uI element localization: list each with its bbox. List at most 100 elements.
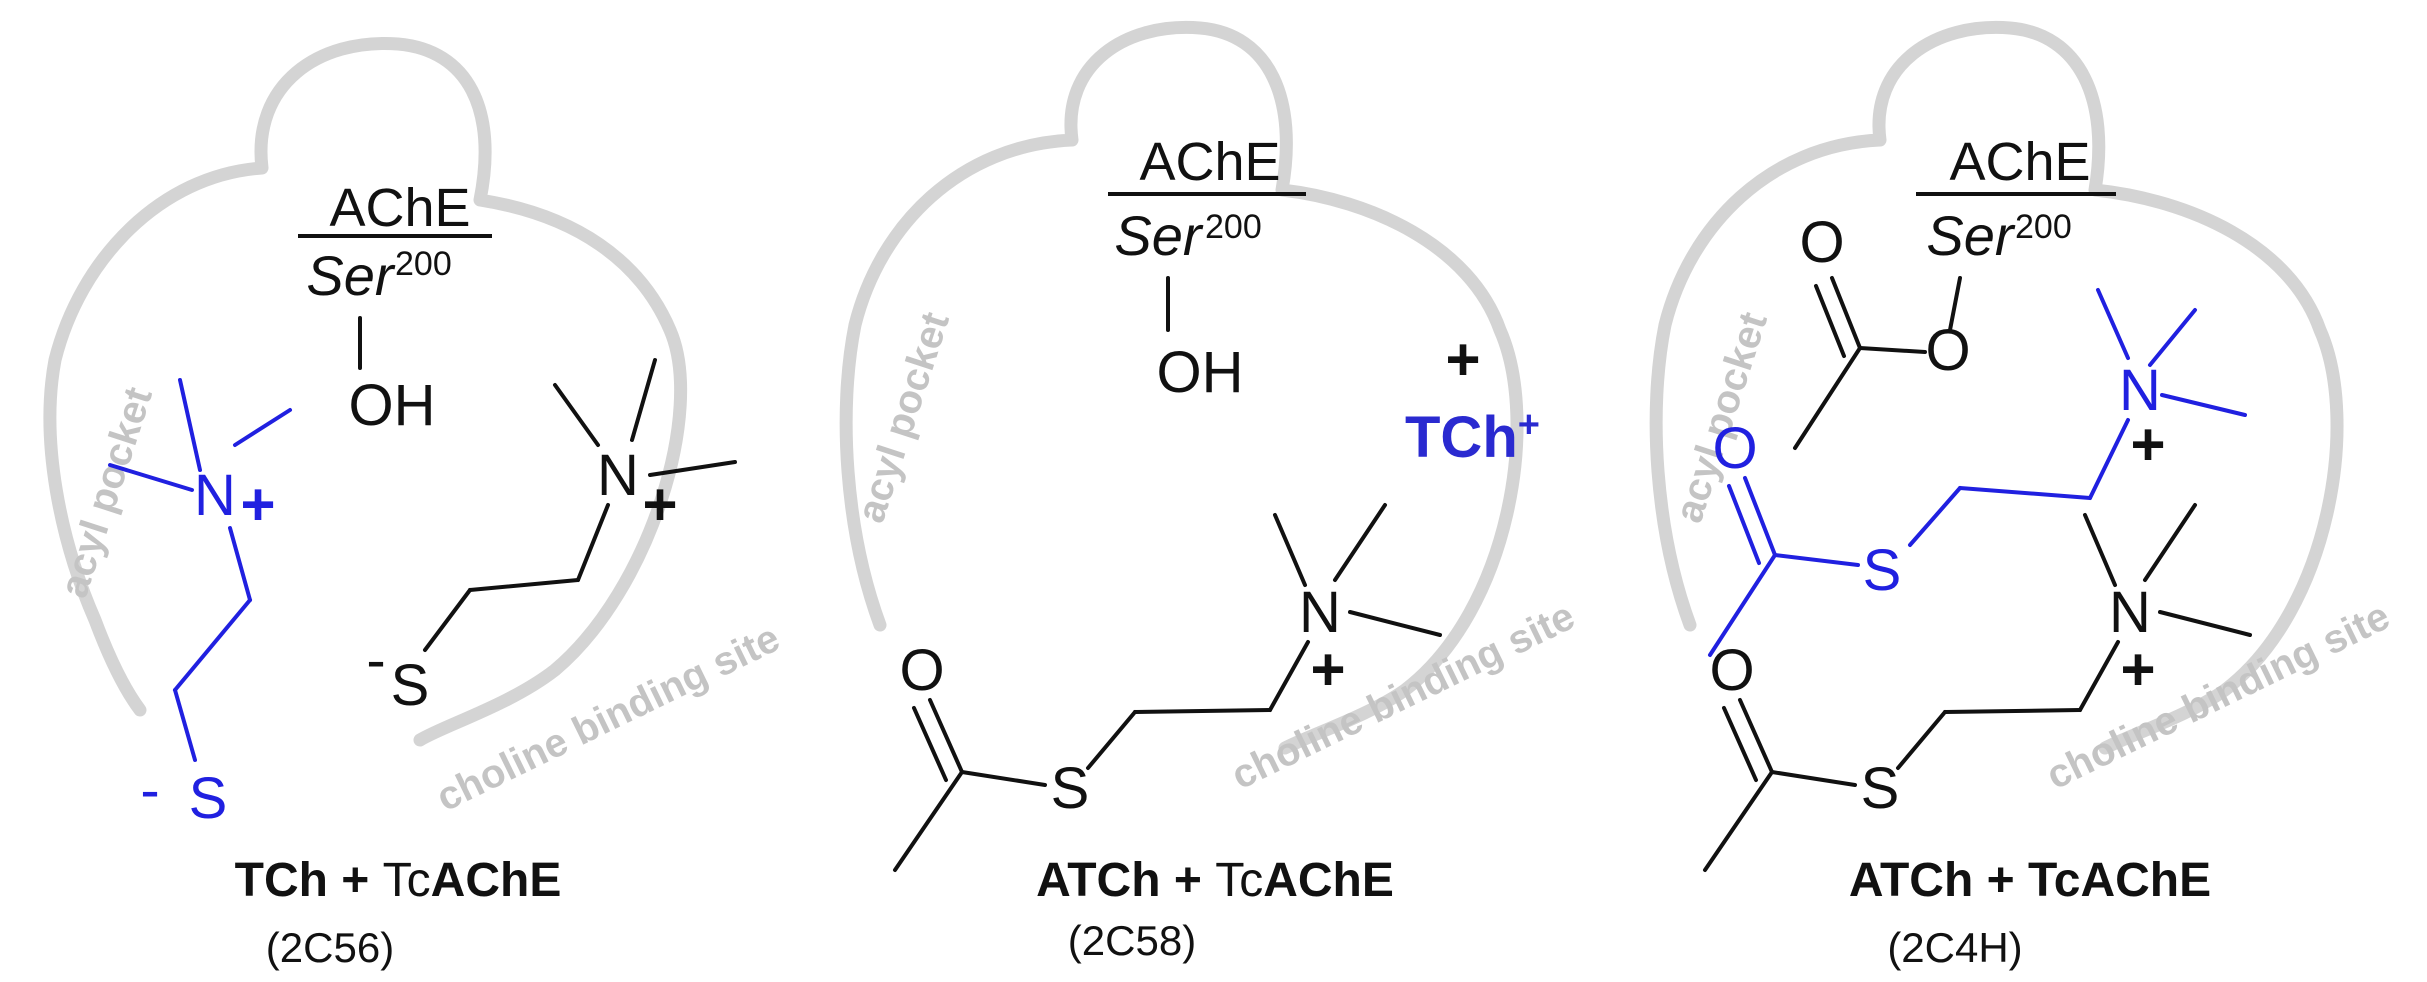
- panel-1: AChE Ser 200 OH acyl pocket choline bind…: [43, 36, 787, 971]
- ser-number-1: 200: [395, 245, 452, 283]
- atch-carbonyl-2a: [928, 698, 964, 774]
- blue-nitrogen-1: N: [194, 463, 236, 528]
- caption-3-prefix: Tc: [2028, 854, 2080, 907]
- blue-chain-3b: [1958, 486, 2092, 500]
- atch-thioester-2: [960, 770, 1047, 787]
- hydroxyl-label-1: OH: [349, 373, 436, 438]
- black-methyl-1c: [648, 460, 737, 477]
- black-methyl-3c: [2158, 610, 2252, 637]
- blue-nitrogen-charge-3: +: [2130, 411, 2165, 478]
- product-charge-2: +: [1518, 404, 1540, 446]
- product-plus-2: +: [1445, 326, 1480, 393]
- acyl-ser-carbonyl-oxygen-3: O: [1799, 210, 1844, 275]
- pocket-outline-2: [839, 20, 1524, 755]
- black-oxygen-3: O: [1709, 638, 1754, 703]
- pocket-outline-1: [43, 36, 688, 747]
- blue-carbonyl-3b: [1727, 484, 1761, 565]
- atch-sulfur-2: S: [1051, 756, 1090, 821]
- ser-number-2: 200: [1205, 208, 1262, 246]
- acyl-ser-oxygen-3: O: [1925, 318, 1970, 383]
- caption-2-prefix: Tc: [1215, 854, 1263, 907]
- black-sulfur-3: S: [1861, 756, 1900, 821]
- black-nitrogen-3: N: [2109, 580, 2151, 645]
- caption-3-ligand: ATCh: [1849, 854, 1973, 907]
- blue-oxygen-3: O: [1712, 416, 1757, 481]
- ser-number-3: 200: [2015, 208, 2072, 246]
- blue-methyl-3a: [2096, 288, 2130, 360]
- black-nitrogen-charge-1: +: [642, 471, 677, 538]
- blue-nitrogen-3: N: [2119, 358, 2161, 423]
- atch-methyl-2c: [1348, 610, 1442, 637]
- ser-label-2: Ser: [1114, 204, 1203, 267]
- pdb-id-2: (2C58): [1068, 917, 1196, 964]
- blue-chain-3c: [1908, 486, 1962, 547]
- ser-bond-3: [1948, 276, 1962, 332]
- caption-1-join: +: [328, 854, 383, 907]
- black-sulfur-1: S: [391, 653, 430, 718]
- caption-3-enzyme: AChE: [2080, 854, 2211, 907]
- acyl-ser-methyl-3: [1793, 346, 1862, 450]
- caption-1-ligand: TCh: [235, 854, 328, 907]
- caption-2-enzyme: AChE: [1263, 854, 1394, 907]
- atch-nitrogen-charge-2: +: [1310, 636, 1345, 703]
- black-methyl-3b: [2143, 503, 2197, 582]
- atch-oxygen-2: O: [899, 638, 944, 703]
- choline-site-label-3: choline binding site: [2040, 594, 2397, 798]
- ser-label-1: Ser: [306, 244, 395, 307]
- caption-2-join: +: [1161, 854, 1216, 907]
- blue-nitrogen-charge-1: +: [240, 471, 275, 538]
- acyl-ser-ester-3: [1858, 346, 1927, 354]
- black-carbonyl-3b: [1722, 706, 1758, 782]
- caption-3-join: +: [1973, 854, 2028, 907]
- caption-2-ligand: ATCh: [1036, 854, 1160, 907]
- blue-sulfur-1: S: [189, 766, 228, 831]
- ache-label-3: AChE: [1949, 132, 2090, 192]
- blue-chain-1b: [173, 598, 252, 692]
- blue-chain-1a: [228, 526, 252, 602]
- atch-acetyl-methyl-2: [893, 770, 964, 872]
- blue-acetyl-methyl-3: [1708, 553, 1777, 657]
- acyl-pocket-label-1: acyl pocket: [52, 382, 161, 603]
- atch-chain-2b: [1133, 708, 1272, 714]
- ache-label-1: AChE: [329, 178, 470, 238]
- black-thioester-3: [1770, 770, 1857, 787]
- atch-chain-2a: [1268, 640, 1310, 712]
- acyl-pocket-label-2: acyl pocket: [849, 307, 958, 528]
- panel-2: AChE Ser 200 OH acyl pocket choline bind…: [839, 20, 1582, 964]
- blue-thioester-3: [1773, 553, 1860, 567]
- black-chain-3a: [2078, 640, 2120, 712]
- caption-3: ATCh + TcAChE: [1849, 854, 2211, 907]
- black-chain-3c: [1896, 710, 1947, 770]
- blue-thiolate-charge-1: -: [140, 758, 159, 823]
- black-methyl-1a: [553, 383, 600, 447]
- pdb-id-1: (2C56): [266, 924, 394, 971]
- black-chain-1a: [576, 503, 610, 582]
- product-name-2: TCh: [1405, 405, 1518, 470]
- black-thiolate-charge-1: -: [366, 628, 385, 693]
- black-nitrogen-charge-3: +: [2120, 636, 2155, 703]
- blue-methyl-3b: [2148, 308, 2197, 367]
- caption-1-enzyme: AChE: [431, 854, 562, 907]
- caption-1-prefix: Tc: [383, 854, 431, 907]
- blue-chain-3a: [2088, 418, 2130, 500]
- black-methyl-3a: [2083, 513, 2117, 587]
- blue-methyl-3c: [2160, 393, 2247, 417]
- atch-methyl-2a: [1273, 513, 1307, 587]
- blue-methyl-1b: [233, 408, 292, 447]
- atch-carbonyl-2b: [912, 706, 948, 782]
- atch-chain-2c: [1086, 710, 1137, 770]
- acyl-ser-carbonyl-3a: [1830, 276, 1862, 350]
- product-label-2: TCh+: [1405, 404, 1540, 470]
- pdb-id-3: (2C4H): [1887, 924, 2022, 971]
- blue-carbonyl-3a: [1743, 476, 1777, 557]
- blue-sulfur-3: S: [1863, 538, 1902, 603]
- blue-chain-1c: [173, 688, 197, 762]
- black-chain-1c: [423, 588, 472, 652]
- caption-1: TCh + TcAChE: [235, 854, 562, 907]
- ser-label-3: Ser: [1926, 204, 2015, 267]
- blue-methyl-1a: [178, 378, 202, 472]
- black-carbonyl-3a: [1738, 698, 1774, 774]
- caption-2: ATCh + TcAChE: [1036, 854, 1394, 907]
- blue-methyl-1c: [108, 463, 194, 492]
